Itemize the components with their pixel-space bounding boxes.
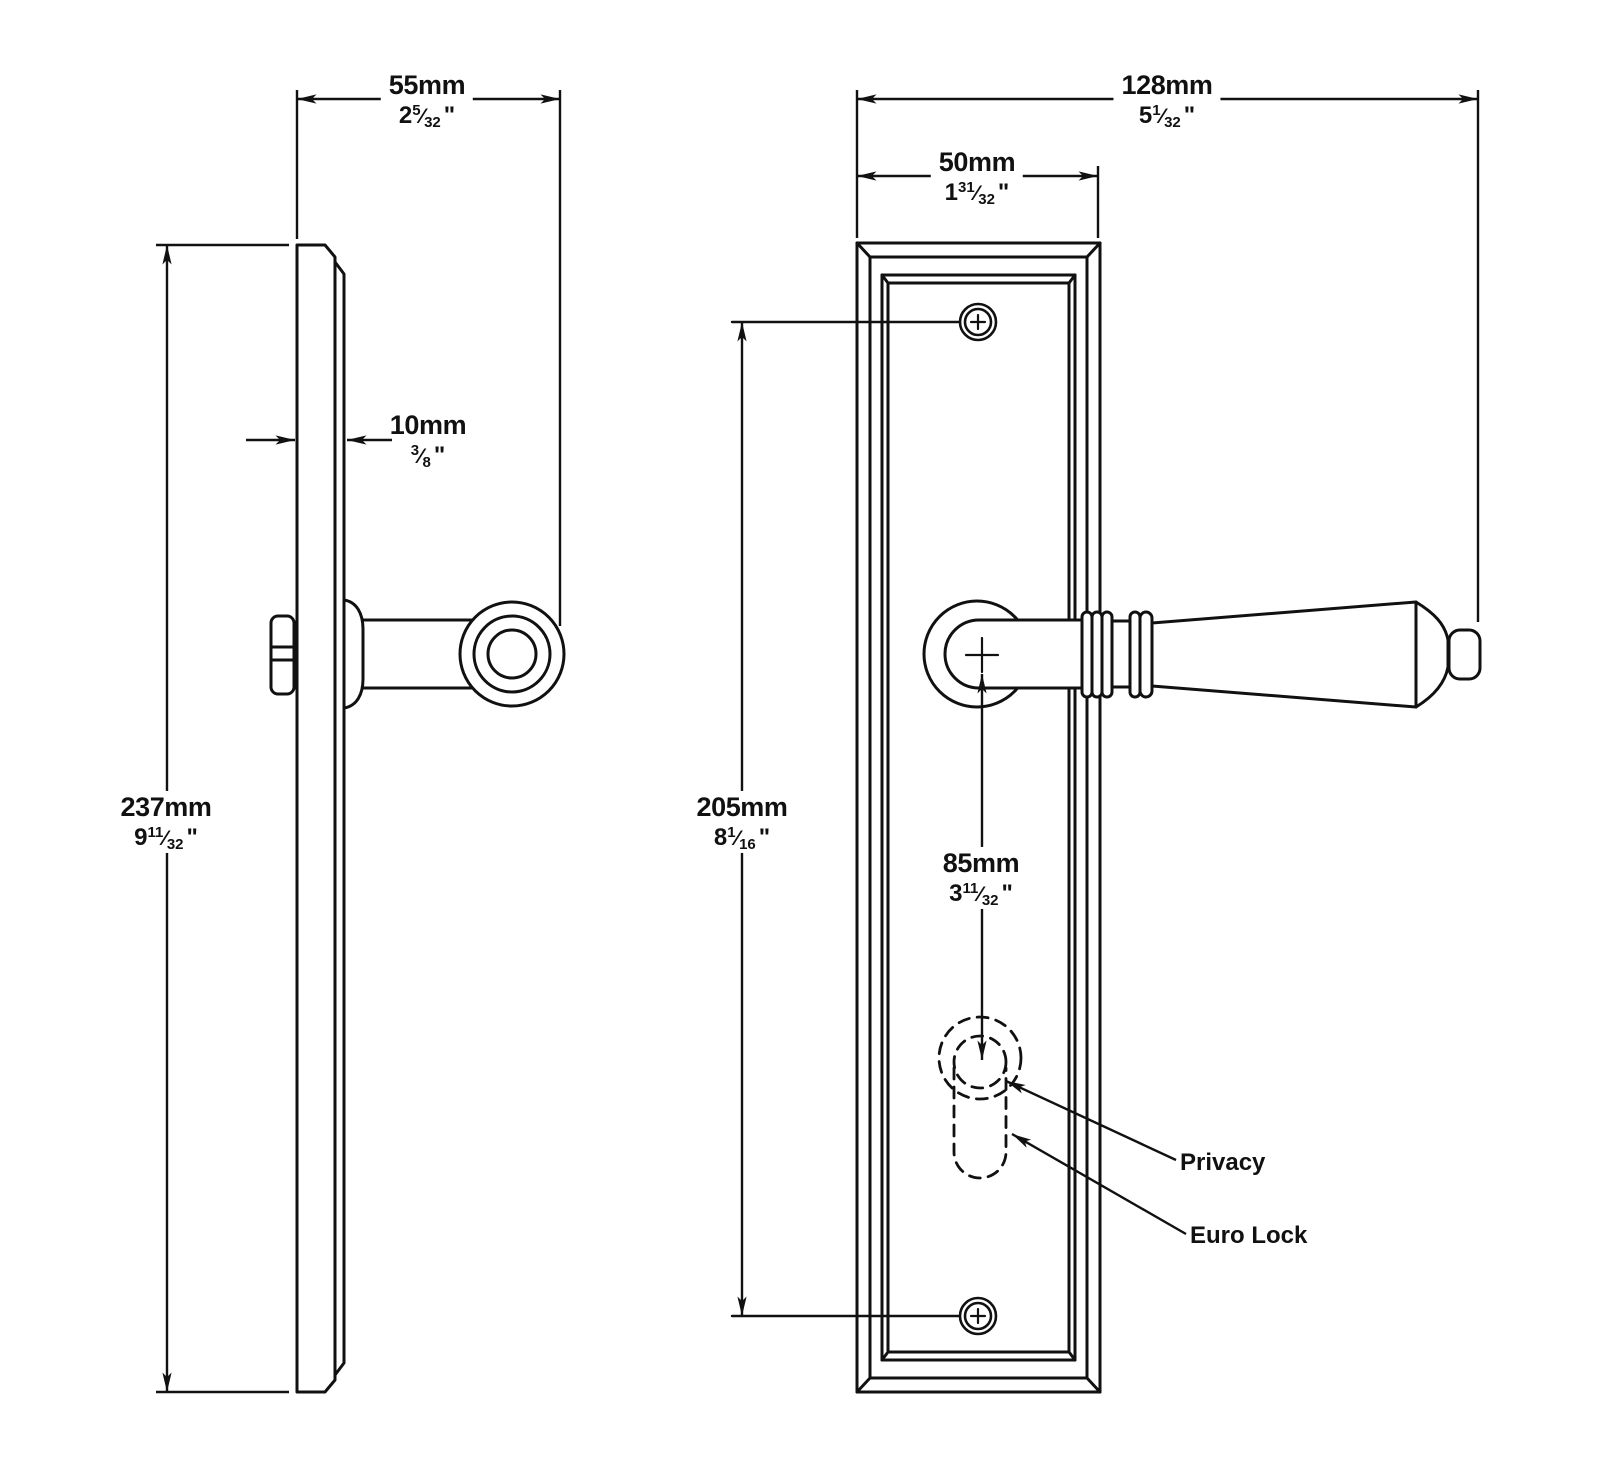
lever-head-inner-circle (486, 628, 538, 680)
top-screw (958, 302, 998, 342)
dim-85-inch: 311⁄32" (949, 879, 1013, 909)
dim-85-mm: 85mm (942, 847, 1020, 878)
privacy-callout-label: Privacy (1180, 1149, 1266, 1176)
mitre-outer-br (1085, 1376, 1102, 1394)
mitre-panel-tr (1067, 273, 1077, 285)
fraction-slash: ⁄ (163, 826, 167, 850)
dim-label-85mm: 85mm 311⁄32" (934, 846, 1028, 910)
screw-extension-lines (730, 320, 961, 1318)
euro-lock-callout-label: Euro Lock (1190, 1222, 1308, 1249)
privacy-leader (1005, 1079, 1177, 1162)
euro-profile-dashed (952, 1066, 1008, 1180)
mitre-outer-tl (855, 241, 872, 259)
mitre-outer-bl (855, 1376, 872, 1394)
fraction-slash: ⁄ (735, 826, 740, 850)
grip-end-knob (1447, 628, 1482, 681)
mitre-panel-br (1067, 1350, 1077, 1362)
collar-ring-5 (1138, 610, 1154, 699)
front-view (730, 241, 1482, 1394)
bottom-screw (958, 1296, 998, 1336)
dim-55-mm: 55mm (388, 69, 466, 100)
lever-neck (943, 618, 1087, 690)
lever-head-outer-circle (458, 600, 566, 708)
dim-237-mm: 237mm (120, 791, 212, 822)
lever-grip (1150, 600, 1418, 709)
fraction-slash: ⁄ (978, 882, 982, 906)
fraction-slash: ⁄ (974, 181, 979, 205)
grip-shoulder (1414, 600, 1450, 709)
spindle-lug (269, 614, 296, 696)
lever-head-middle-circle (472, 614, 552, 694)
fraction-slash: ⁄ (419, 444, 423, 468)
collar-ring-3 (1100, 610, 1114, 699)
rose-bell-profile (342, 598, 365, 710)
panel-outer-rect (880, 273, 1077, 1362)
plate-second-rect (868, 255, 1089, 1380)
dim-128-mm: 128mm (1121, 69, 1213, 100)
side-view-dimensions (156, 90, 562, 1394)
dim-10-mm: 10mm (389, 409, 467, 440)
bottom-screw-inner (963, 1301, 993, 1331)
dim-label-55mm: 55mm 25⁄32" (380, 68, 474, 132)
mitre-panel-bl (880, 1350, 890, 1362)
euro-lock-leader (1011, 1132, 1187, 1236)
mitre-outer-tr (1085, 241, 1102, 259)
dim-label-237mm: 237mm 911⁄32" (112, 790, 220, 854)
fraction-slash: ⁄ (1160, 104, 1165, 128)
dim-10-inch: 3⁄8" (410, 441, 446, 471)
side-plate-profile (295, 243, 346, 1394)
top-screw-inner (963, 307, 993, 337)
lever-center-mark (964, 636, 1000, 674)
dim-label-50mm: 50mm 131⁄32" (930, 145, 1024, 209)
dim-label-205mm: 205mm 81⁄16" (688, 790, 796, 854)
fraction-slash: ⁄ (420, 104, 425, 128)
side-view (269, 243, 566, 1394)
dim-128-inch: 51⁄32" (1138, 101, 1196, 131)
mitre-panel-tl (880, 273, 890, 285)
dim-label-10mm: 10mm 3⁄8" (388, 409, 468, 471)
dim-55-inch: 25⁄32" (398, 101, 456, 131)
plate-outer-rect (855, 241, 1102, 1394)
dim-label-128mm: 128mm 51⁄32" (1113, 68, 1221, 132)
dim-205-mm: 205mm (696, 791, 788, 822)
dim-50-inch: 131⁄32" (944, 178, 1010, 208)
panel-inner-rect (886, 281, 1071, 1354)
dim-237-inch: 911⁄32" (134, 823, 198, 853)
dim-205-inch: 81⁄16" (713, 823, 771, 853)
dim-50-mm: 50mm (938, 146, 1016, 177)
lever-collars (1080, 610, 1154, 699)
